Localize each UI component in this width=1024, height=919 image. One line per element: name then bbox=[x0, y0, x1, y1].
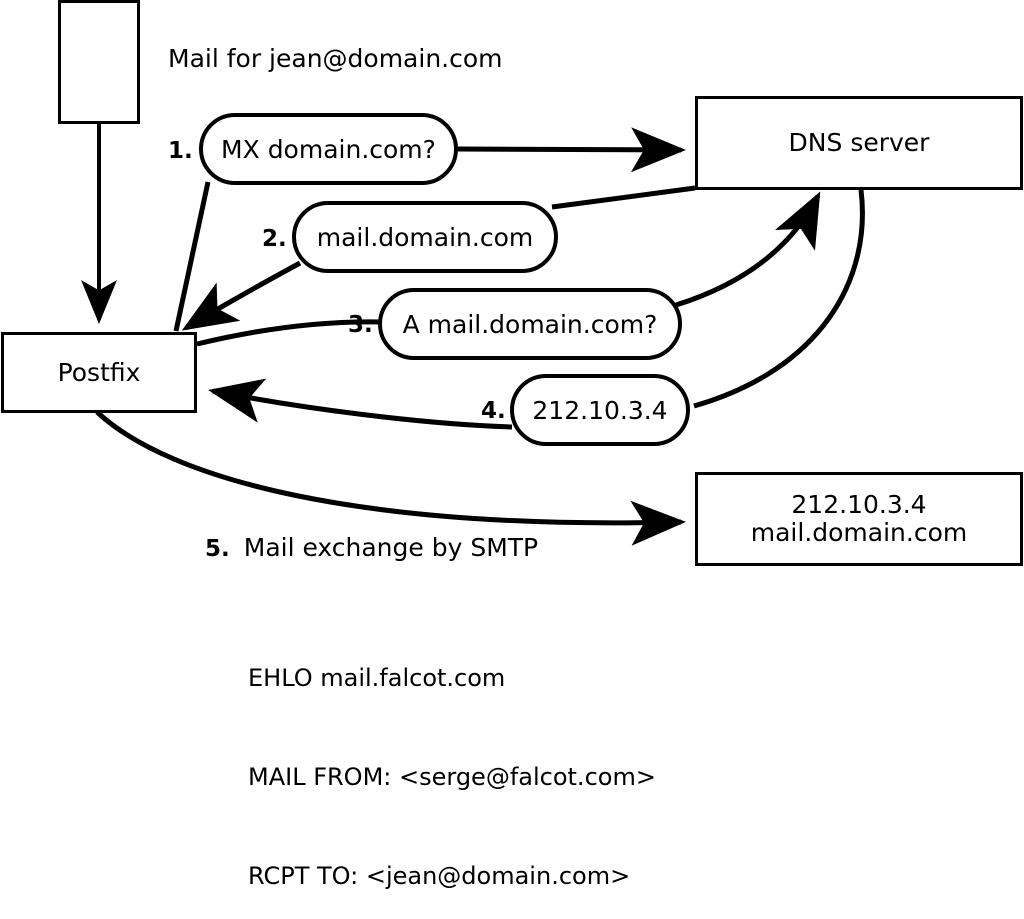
step-bubble-1[interactable]: MX domain.com? bbox=[199, 113, 458, 185]
smtp-transcript: EHLO mail.falcot.com MAIL FROM: <serge@f… bbox=[248, 596, 656, 919]
connector-step3-to-dns bbox=[675, 191, 821, 308]
step-number-4: 4. bbox=[481, 398, 506, 424]
step-number-1: 1. bbox=[168, 138, 193, 164]
node-dns-server[interactable]: DNS server bbox=[695, 96, 1023, 190]
transcript-line: MAIL FROM: <serge@falcot.com> bbox=[248, 763, 656, 791]
step-number-3: 3. bbox=[348, 312, 373, 338]
connector-step2-to-postfix bbox=[181, 260, 302, 331]
node-dns-server-label: DNS server bbox=[788, 128, 930, 157]
step-number-5: 5. bbox=[205, 536, 230, 562]
step-bubble-4-label: 212.10.3.4 bbox=[532, 395, 668, 425]
step-number-2: 2. bbox=[262, 226, 287, 252]
connector-dns-to-step4 bbox=[693, 189, 865, 409]
node-target-hostname: mail.domain.com bbox=[750, 518, 968, 547]
step-bubble-4[interactable]: 212.10.3.4 bbox=[510, 374, 690, 446]
connector-dns-to-step2 bbox=[551, 185, 696, 210]
node-target-ip: 212.10.3.4 bbox=[791, 490, 927, 519]
intro-label: Mail for jean@domain.com bbox=[168, 44, 503, 73]
transcript-line: RCPT TO: <jean@domain.com> bbox=[248, 862, 631, 890]
node-postfix-label: Postfix bbox=[57, 357, 141, 387]
step-5-row: 5. Mail exchange by SMTP bbox=[205, 533, 538, 562]
node-source-box[interactable] bbox=[58, 0, 140, 124]
node-target-mail-server[interactable]: 212.10.3.4 mail.domain.com bbox=[695, 472, 1023, 566]
node-postfix[interactable]: Postfix bbox=[1, 332, 197, 413]
connector-postfix-to-step3 bbox=[196, 319, 384, 347]
connector-postfix-to-step1 bbox=[173, 181, 211, 332]
step-bubble-3-label: A mail.domain.com? bbox=[402, 309, 658, 339]
step-bubble-2[interactable]: mail.domain.com bbox=[292, 201, 558, 273]
transcript-line: EHLO mail.falcot.com bbox=[248, 664, 506, 692]
connector-postfix-to-target bbox=[95, 410, 686, 546]
connector-step1-to-dns bbox=[457, 127, 686, 173]
step-bubble-2-label: mail.domain.com bbox=[316, 222, 534, 252]
step-bubble-1-label: MX domain.com? bbox=[221, 134, 436, 164]
connector-step4-to-postfix bbox=[208, 378, 513, 430]
step-bubble-3[interactable]: A mail.domain.com? bbox=[378, 288, 682, 360]
step-5-label: Mail exchange by SMTP bbox=[243, 533, 539, 562]
